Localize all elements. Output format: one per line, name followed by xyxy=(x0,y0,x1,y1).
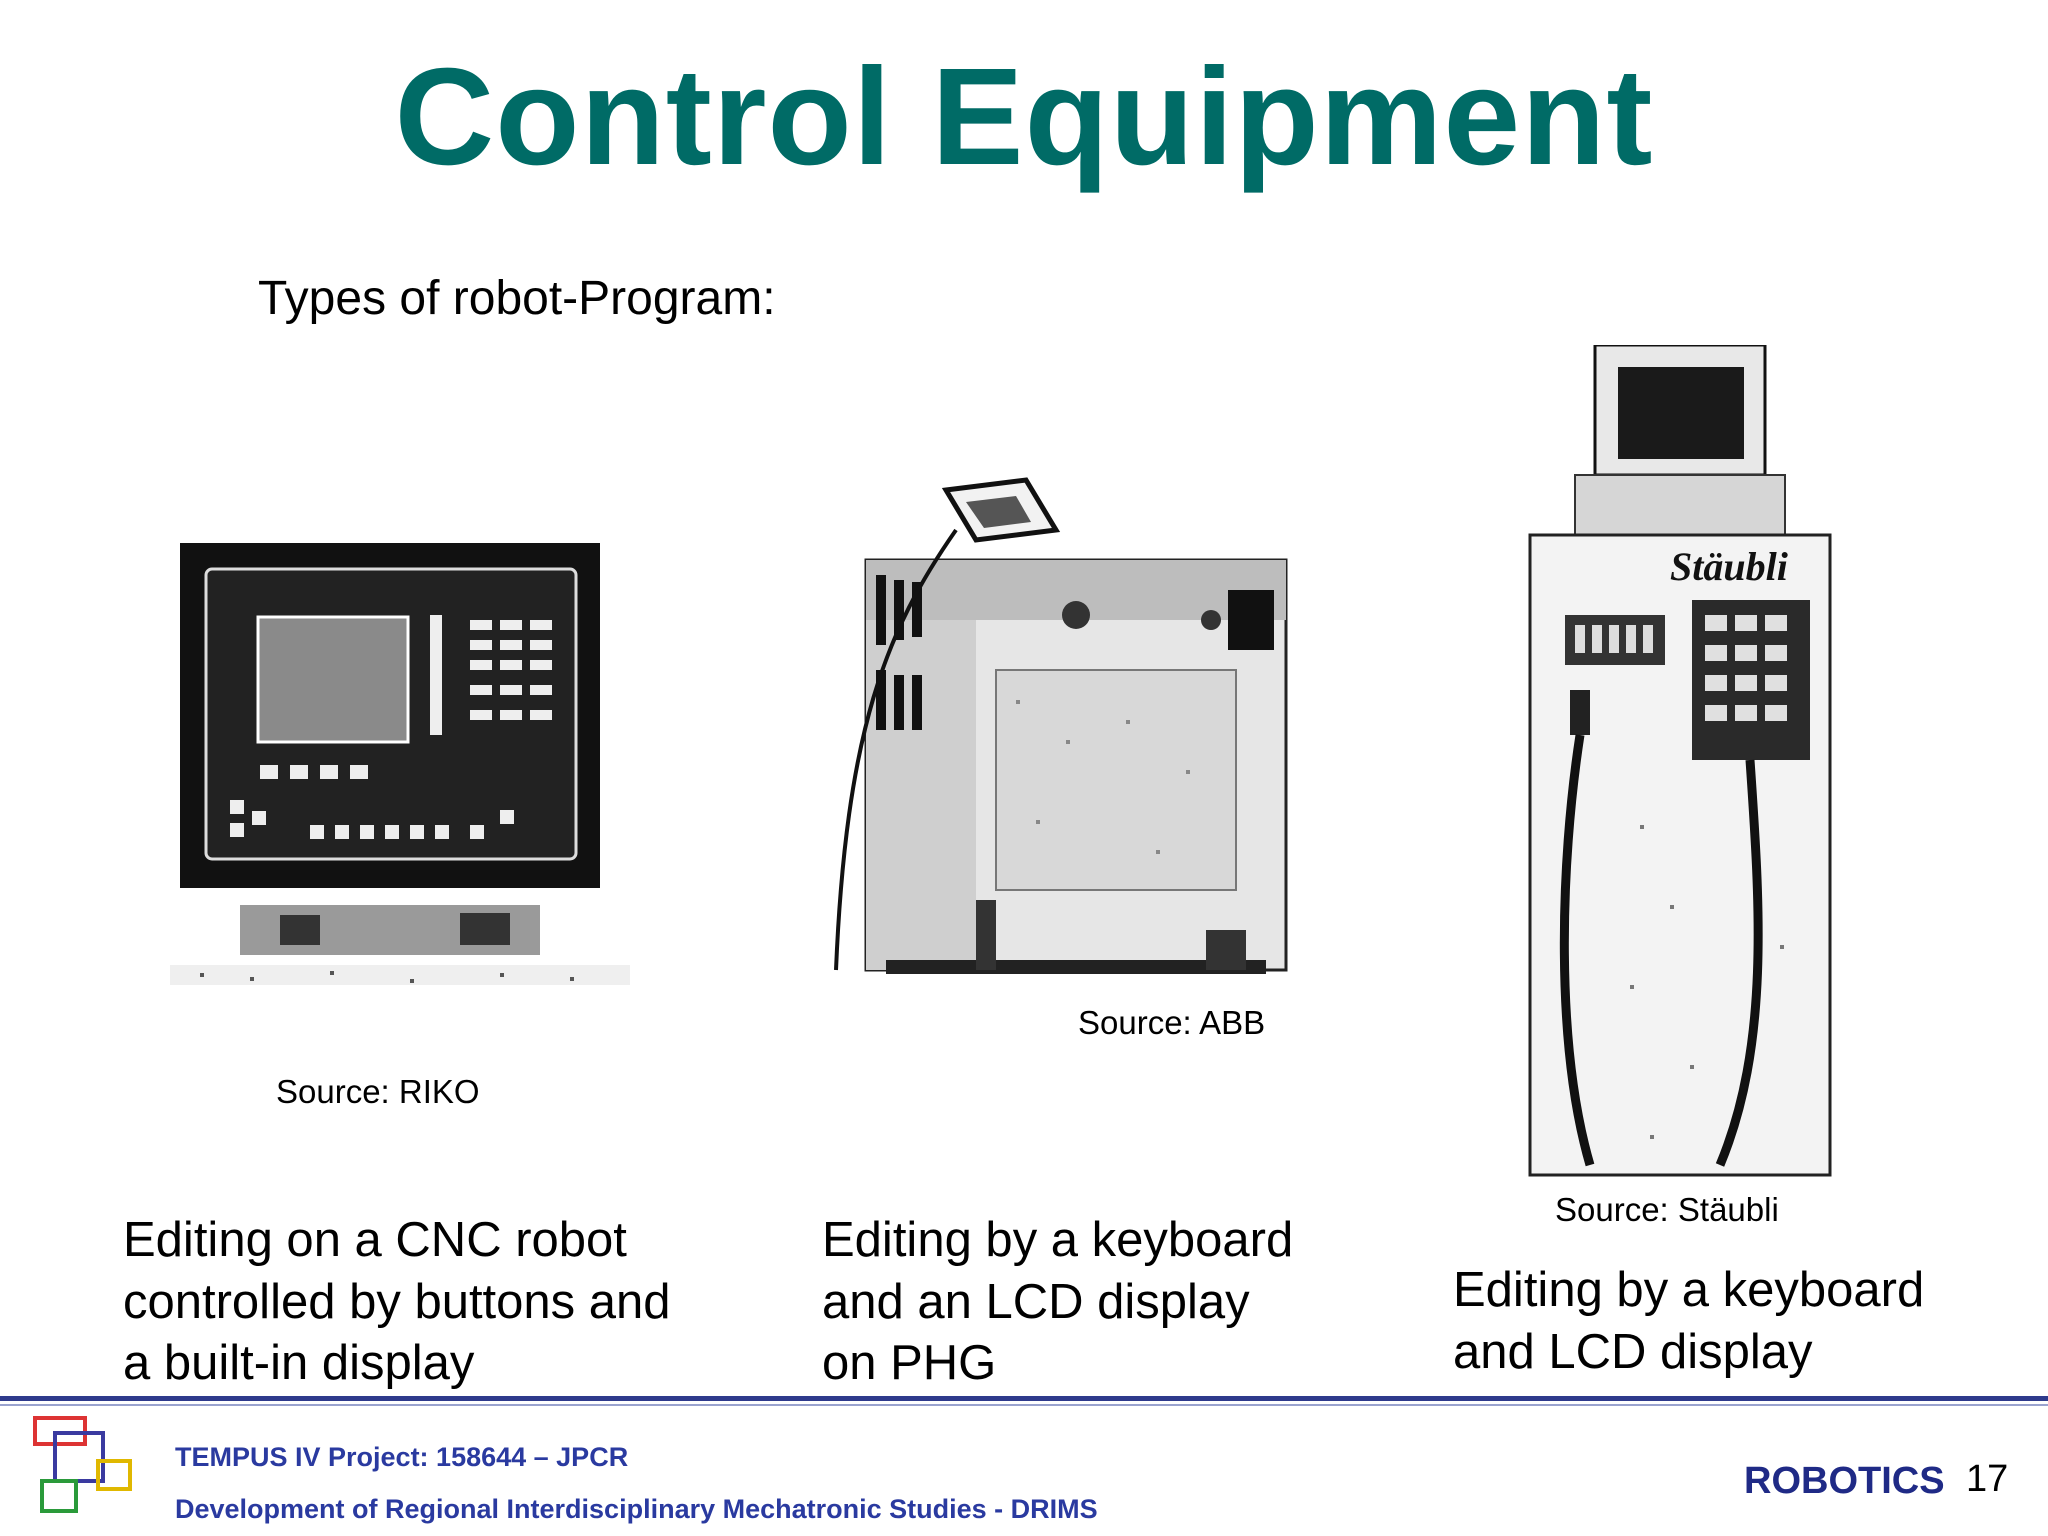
interlocking-squares-logo xyxy=(33,1416,132,1513)
staubli-controller-photo: Stäubli xyxy=(1528,345,1832,1177)
footer-program: Development of Regional Interdisciplinar… xyxy=(175,1494,1098,1524)
footer-project: TEMPUS IV Project: 158644 – JPCR xyxy=(175,1442,629,1472)
page-number: 17 xyxy=(1966,1458,2009,1500)
caption-staubli: Editing by a keyboard and LCD display xyxy=(1453,1263,1925,1379)
caption-cnc: Editing on a CNC robot controlled by but… xyxy=(123,1213,671,1391)
source-staubli: Source: Stäubli xyxy=(1555,1191,1779,1228)
caption-abb: Editing by a keyboard and an LCD display… xyxy=(822,1213,1294,1391)
footer-rule xyxy=(0,1396,2048,1401)
slide-subtitle: Types of robot-Program: xyxy=(258,272,776,325)
source-abb: Source: ABB xyxy=(1078,1004,1266,1041)
svg-text:Stäubli: Stäubli xyxy=(1670,544,1788,589)
course-label: ROBOTICS xyxy=(1744,1460,1945,1502)
footer-rule-light xyxy=(0,1404,2048,1406)
slide-title: Control Equipment xyxy=(394,40,1654,194)
cnc-control-panel-photo xyxy=(170,543,630,985)
abb-controller-cabinet-photo xyxy=(834,477,1288,974)
source-riko: Source: RIKO xyxy=(276,1073,480,1110)
